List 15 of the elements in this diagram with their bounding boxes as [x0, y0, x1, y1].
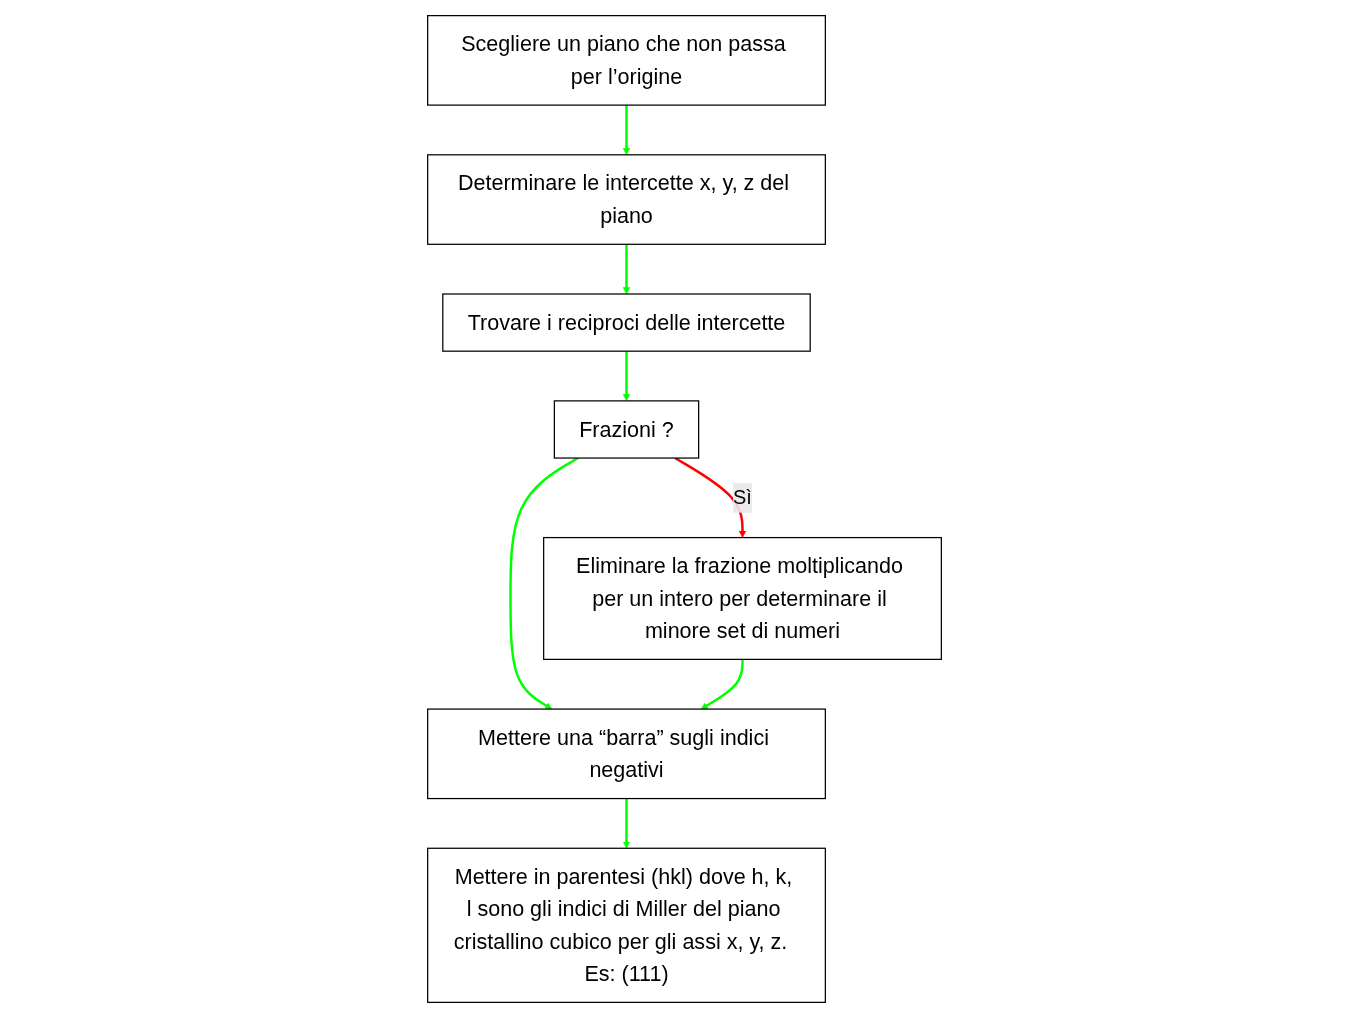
arrow: [509, 456, 579, 709]
node-box: Scegliere un piano che non passa per l’origine: [427, 14, 826, 106]
node-box: Determinare le intercette x, y, z del piano: [427, 153, 826, 245]
node-box: Trovare i reciproci delle intercette: [442, 292, 811, 352]
node-box: Frazioni ?: [553, 399, 700, 459]
arrow: [622, 243, 631, 294]
node-box: Mettere una “barra” sugli indici negativi: [427, 707, 826, 799]
arrow: [674, 456, 747, 538]
arrow: [700, 658, 744, 709]
arrow: [622, 104, 631, 155]
arrow: [622, 798, 631, 849]
edge-label: Sì: [733, 485, 752, 509]
arrow: [622, 350, 631, 401]
node-box: Mettere in parentesi (hkl) dove h, k, l sono gli indici di Miller del piano cristallino cubico per gli assi x, y, z. Es: (111): [427, 847, 826, 1003]
node-box: Eliminare la frazione moltiplicando per un intero per determinare il minore set di numeri: [543, 536, 942, 660]
